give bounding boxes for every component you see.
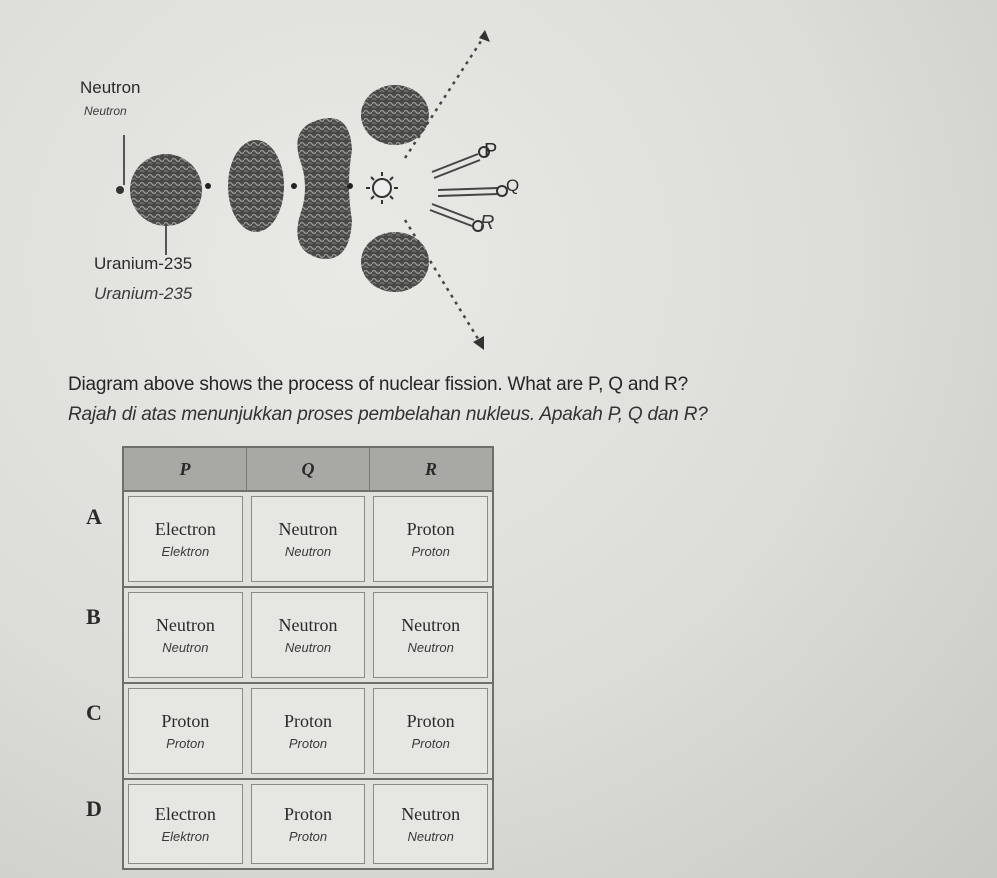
header-q: Q: [247, 448, 370, 490]
label-p: P: [484, 140, 498, 162]
fragment-top: [361, 85, 429, 145]
cell-en: Neutron: [278, 615, 338, 635]
ray-up: [403, 34, 487, 159]
cell-my: Elektron: [161, 829, 210, 844]
incoming-neutron: [116, 186, 124, 194]
cell-my: Proton: [411, 736, 450, 751]
splitting-nucleus: [297, 118, 352, 259]
table-header: P Q R: [122, 446, 494, 492]
neutron-label-my: Neutron: [84, 104, 127, 118]
cell-my: Proton: [288, 736, 328, 751]
cell-my: Proton: [288, 829, 328, 844]
option-label-d[interactable]: D: [86, 796, 102, 821]
cell-en: Proton: [406, 711, 455, 731]
cell-my: Proton: [166, 736, 205, 751]
cell-my: Elektron: [161, 544, 210, 559]
uranium-label-my: Uranium-235: [94, 284, 193, 303]
cell-en: Neutron: [278, 519, 338, 539]
arrow-r: [431, 203, 475, 221]
option-label-a[interactable]: A: [86, 504, 102, 529]
deformed-nucleus: [228, 140, 284, 232]
label-r: R: [480, 212, 495, 234]
arrow-dot-1: [205, 183, 211, 189]
uranium-nucleus: [130, 154, 202, 226]
fission-drawing: [116, 30, 508, 350]
cell-en: Neutron: [401, 804, 461, 824]
option-label-c[interactable]: C: [86, 700, 102, 725]
cell-en: Proton: [284, 711, 333, 731]
neutron-label: Neutron: [80, 78, 141, 97]
cell-my: Neutron: [407, 640, 454, 655]
energy-flash: [366, 172, 398, 204]
header-r: R: [424, 458, 437, 479]
cell-my: Neutron: [284, 544, 332, 559]
cell-en: Neutron: [401, 615, 461, 635]
label-q: Q: [506, 176, 520, 195]
header-p: P: [124, 448, 247, 490]
cell-en: Electron: [154, 804, 216, 824]
cell-en: Proton: [161, 711, 210, 731]
cell-en: Proton: [284, 804, 333, 824]
cell-my: Neutron: [162, 640, 209, 655]
option-label-b[interactable]: B: [86, 604, 101, 629]
cell-my: Proton: [411, 544, 450, 559]
fission-diagram: Neutron Neutron Uranium-235 Uranium-235 …: [60, 20, 580, 360]
arrow-dot-3: [347, 183, 353, 189]
arrow-dot-2: [291, 183, 297, 189]
arrow-q: [437, 187, 499, 191]
fragment-bottom: [361, 232, 429, 292]
cell-en: Proton: [406, 519, 455, 539]
uranium-label: Uranium-235: [94, 254, 193, 273]
cell-my: Neutron: [284, 640, 332, 655]
arrow-p: [431, 153, 479, 173]
question-text-my: Rajah di atas menunjukkan proses pembela…: [68, 404, 708, 425]
cell-en: Electron: [154, 519, 216, 539]
question-text-en: Diagram above shows the process of nucle…: [68, 374, 688, 395]
cell-my: Neutron: [407, 829, 454, 844]
cell-en: Neutron: [155, 615, 215, 635]
